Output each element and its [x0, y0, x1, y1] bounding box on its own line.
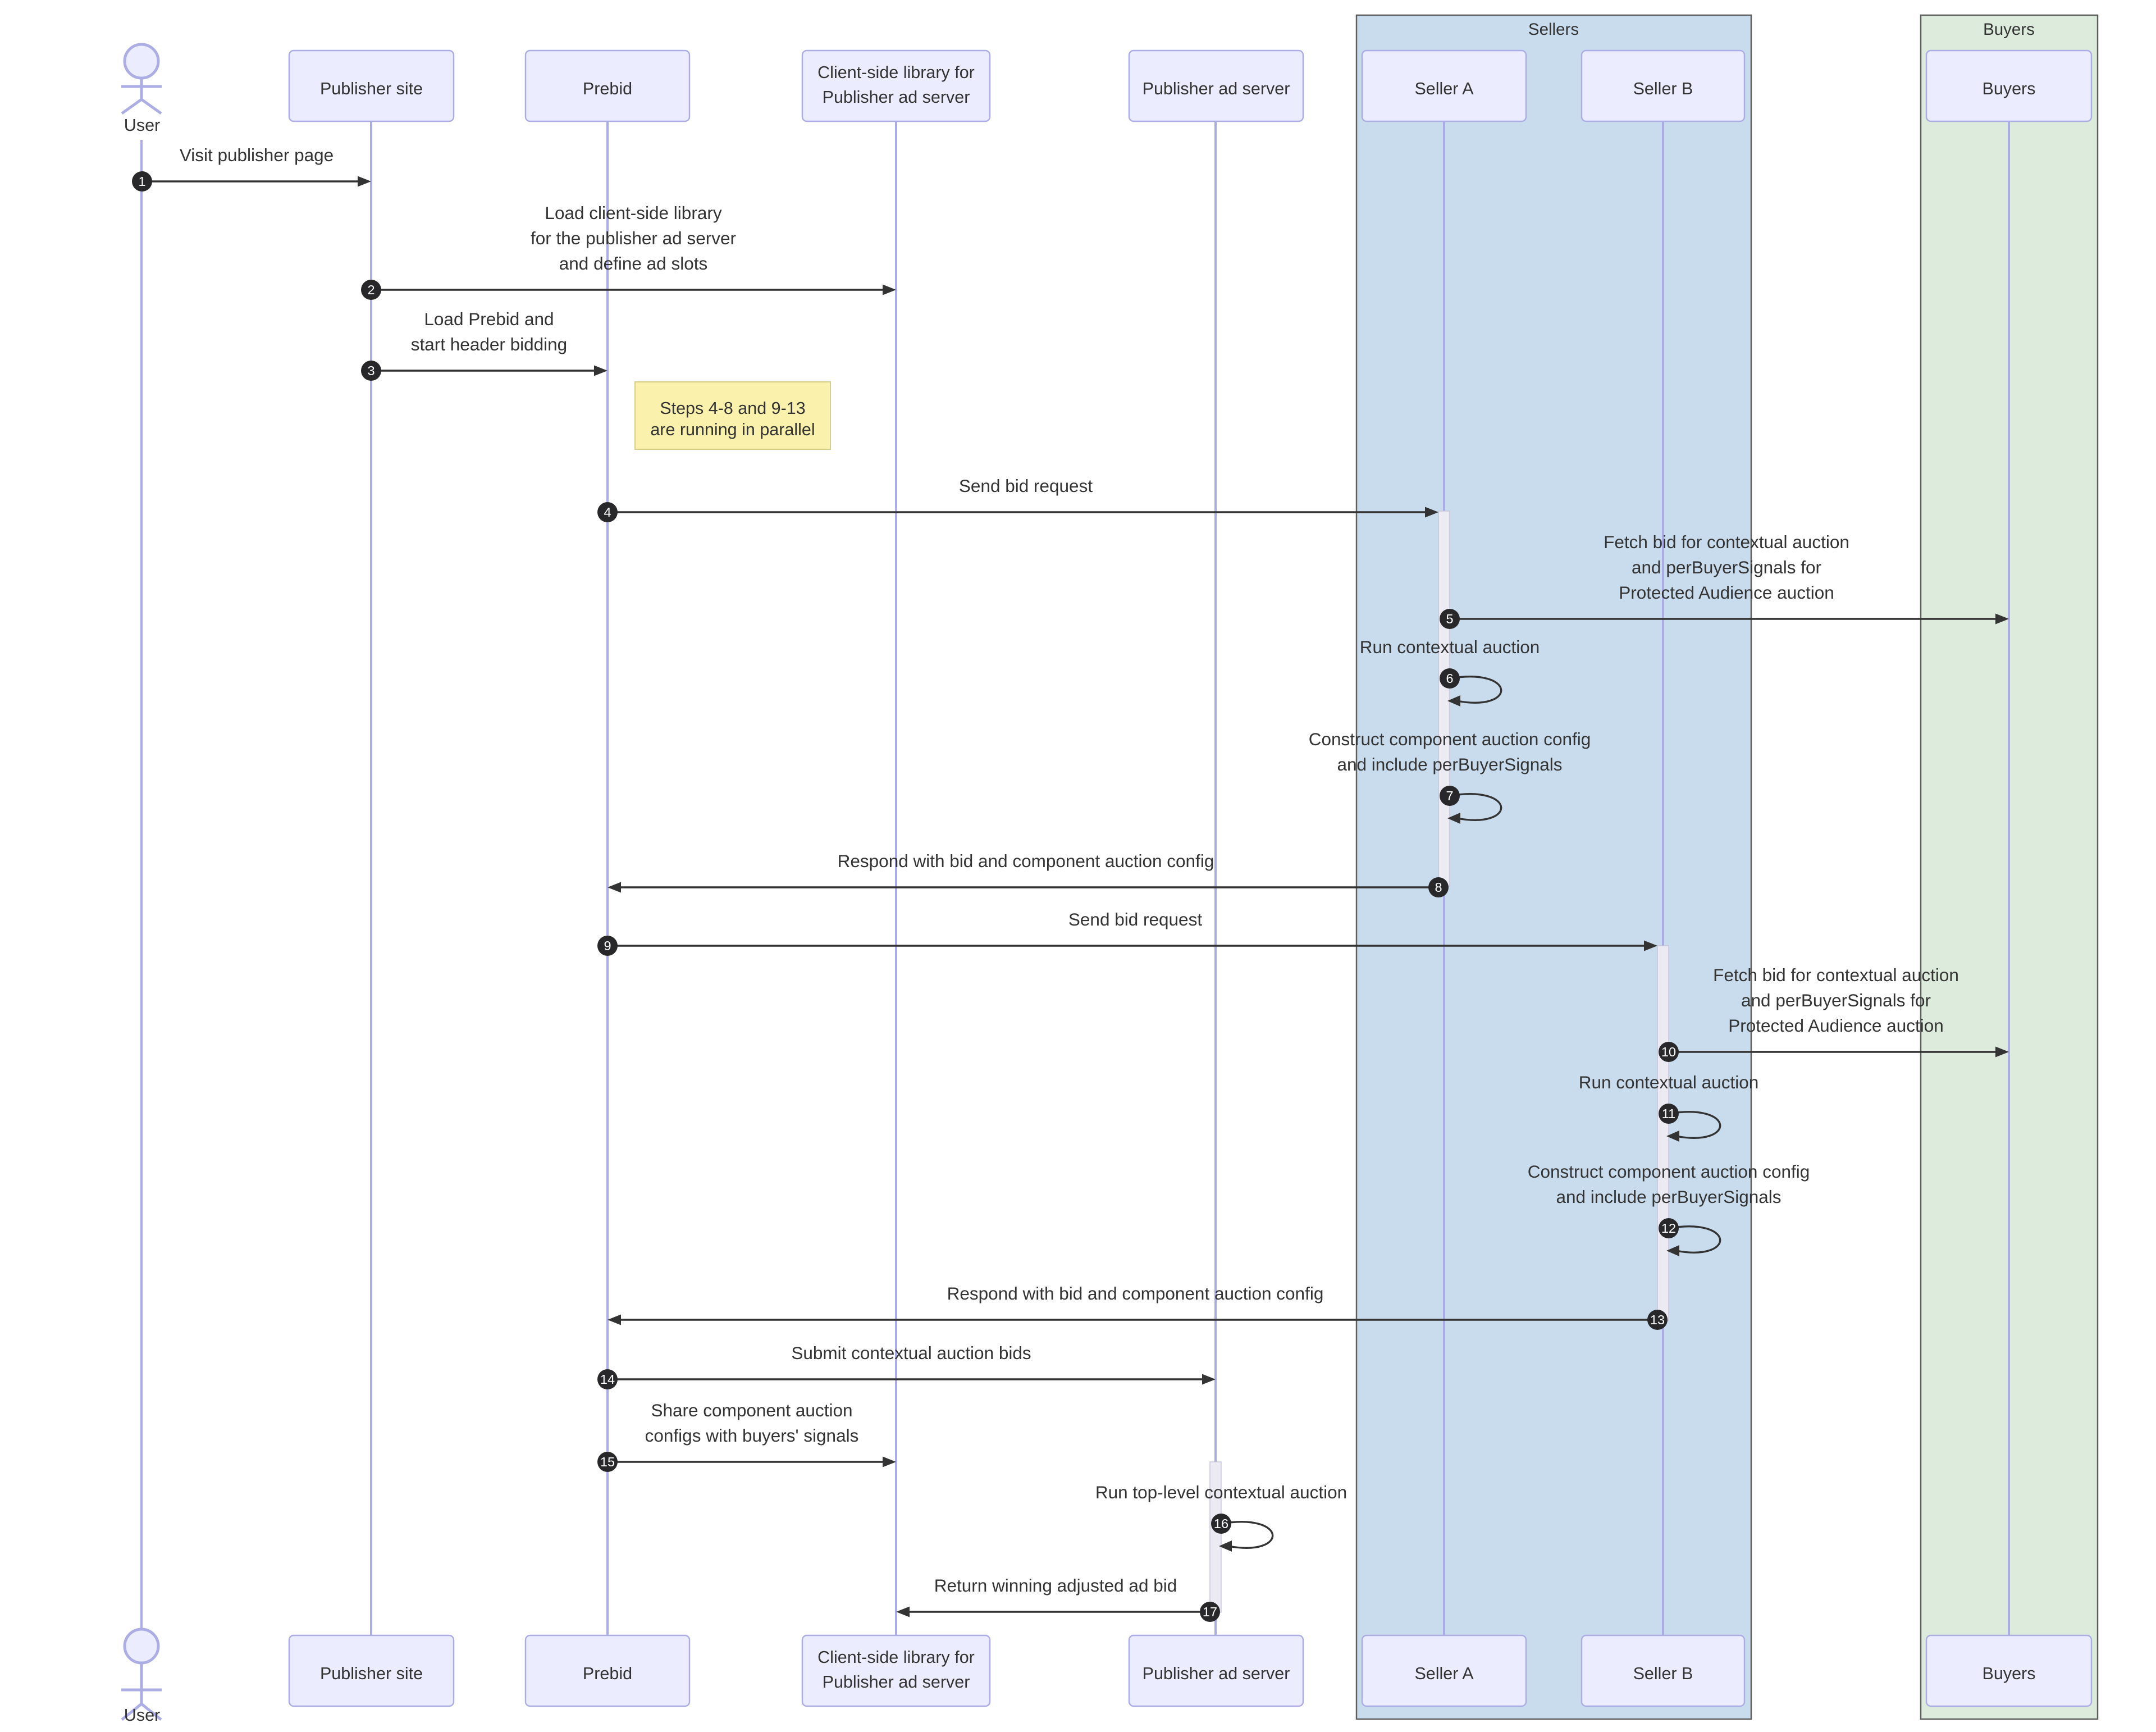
svg-text:and perBuyerSignals for: and perBuyerSignals for — [1741, 990, 1931, 1010]
svg-text:Publisher ad server: Publisher ad server — [1143, 1664, 1290, 1683]
svg-text:11: 11 — [1662, 1106, 1675, 1121]
svg-text:User: User — [124, 1706, 160, 1725]
svg-text:and define ad slots: and define ad slots — [559, 253, 707, 274]
svg-text:User: User — [124, 116, 160, 135]
svg-text:Send bid request: Send bid request — [1068, 909, 1202, 929]
svg-text:Protected Audience auction: Protected Audience auction — [1728, 1015, 1944, 1036]
svg-text:Construct component auction co: Construct component auction config — [1528, 1161, 1810, 1182]
svg-text:Sellers: Sellers — [1528, 20, 1579, 39]
svg-text:4: 4 — [604, 505, 611, 519]
svg-text:Seller A: Seller A — [1414, 79, 1474, 98]
svg-text:Protected Audience auction: Protected Audience auction — [1619, 582, 1834, 603]
svg-text:Prebid: Prebid — [583, 79, 632, 98]
svg-text:7: 7 — [1446, 788, 1453, 803]
svg-text:10: 10 — [1661, 1045, 1676, 1059]
svg-text:Load client-side library: Load client-side library — [545, 203, 721, 223]
svg-text:13: 13 — [1650, 1312, 1665, 1327]
svg-text:and perBuyerSignals for: and perBuyerSignals for — [1632, 557, 1821, 577]
svg-text:Return winning adjusted ad bid: Return winning adjusted ad bid — [934, 1575, 1177, 1596]
svg-text:and include perBuyerSignals: and include perBuyerSignals — [1556, 1187, 1781, 1207]
svg-text:3: 3 — [367, 363, 374, 378]
svg-text:for the publisher ad server: for the publisher ad server — [531, 228, 736, 248]
svg-text:Publisher site: Publisher site — [320, 79, 423, 98]
svg-text:Buyers: Buyers — [1983, 20, 2035, 39]
svg-text:Respond with bid and component: Respond with bid and component auction c… — [838, 851, 1214, 871]
svg-text:Prebid: Prebid — [583, 1664, 632, 1683]
svg-text:Share component auction: Share component auction — [651, 1400, 853, 1420]
svg-text:14: 14 — [600, 1372, 615, 1387]
svg-text:16: 16 — [1214, 1516, 1228, 1531]
svg-text:Client-side library for: Client-side library for — [817, 1648, 975, 1667]
svg-text:Visit publisher page: Visit publisher page — [180, 145, 334, 165]
svg-text:Client-side library for: Client-side library for — [817, 63, 975, 82]
svg-text:Construct component auction co: Construct component auction config — [1309, 729, 1591, 749]
svg-text:are running in parallel: are running in parallel — [650, 420, 815, 439]
svg-text:Publisher site: Publisher site — [320, 1664, 423, 1683]
svg-text:12: 12 — [1661, 1221, 1676, 1236]
svg-text:Fetch bid for contextual aucti: Fetch bid for contextual auction — [1604, 532, 1849, 552]
svg-text:1: 1 — [138, 174, 145, 189]
svg-text:Run contextual auction: Run contextual auction — [1579, 1072, 1758, 1092]
svg-text:Fetch bid for contextual aucti: Fetch bid for contextual auction — [1713, 965, 1959, 985]
svg-text:5: 5 — [1446, 612, 1453, 626]
svg-text:8: 8 — [1435, 880, 1442, 895]
svg-text:Publisher ad server: Publisher ad server — [823, 88, 970, 107]
svg-text:Load Prebid and: Load Prebid and — [424, 309, 554, 329]
svg-text:17: 17 — [1203, 1605, 1217, 1619]
svg-text:configs with buyers' signals: configs with buyers' signals — [645, 1425, 859, 1446]
svg-text:Steps 4-8 and 9-13: Steps 4-8 and 9-13 — [660, 399, 805, 418]
svg-text:Seller B: Seller B — [1633, 1664, 1693, 1683]
svg-text:Submit contextual auction bids: Submit contextual auction bids — [791, 1343, 1031, 1363]
svg-text:Send bid request: Send bid request — [959, 476, 1093, 496]
svg-text:Seller B: Seller B — [1633, 79, 1693, 98]
svg-text:Respond with bid and component: Respond with bid and component auction c… — [947, 1283, 1324, 1303]
svg-text:Seller A: Seller A — [1414, 1664, 1474, 1683]
svg-text:Buyers: Buyers — [1983, 1664, 2036, 1683]
svg-text:2: 2 — [367, 282, 374, 297]
svg-text:Publisher ad server: Publisher ad server — [1143, 79, 1290, 98]
svg-text:Run top-level contextual aucti: Run top-level contextual auction — [1095, 1482, 1347, 1502]
svg-text:start header bidding: start header bidding — [411, 334, 567, 354]
svg-text:9: 9 — [604, 938, 611, 953]
svg-text:6: 6 — [1446, 671, 1453, 686]
svg-text:Publisher ad server: Publisher ad server — [823, 1672, 970, 1692]
svg-text:Run contextual auction: Run contextual auction — [1360, 637, 1540, 657]
svg-text:15: 15 — [600, 1455, 615, 1469]
svg-text:and include perBuyerSignals: and include perBuyerSignals — [1337, 754, 1562, 774]
svg-text:Buyers: Buyers — [1983, 79, 2036, 98]
